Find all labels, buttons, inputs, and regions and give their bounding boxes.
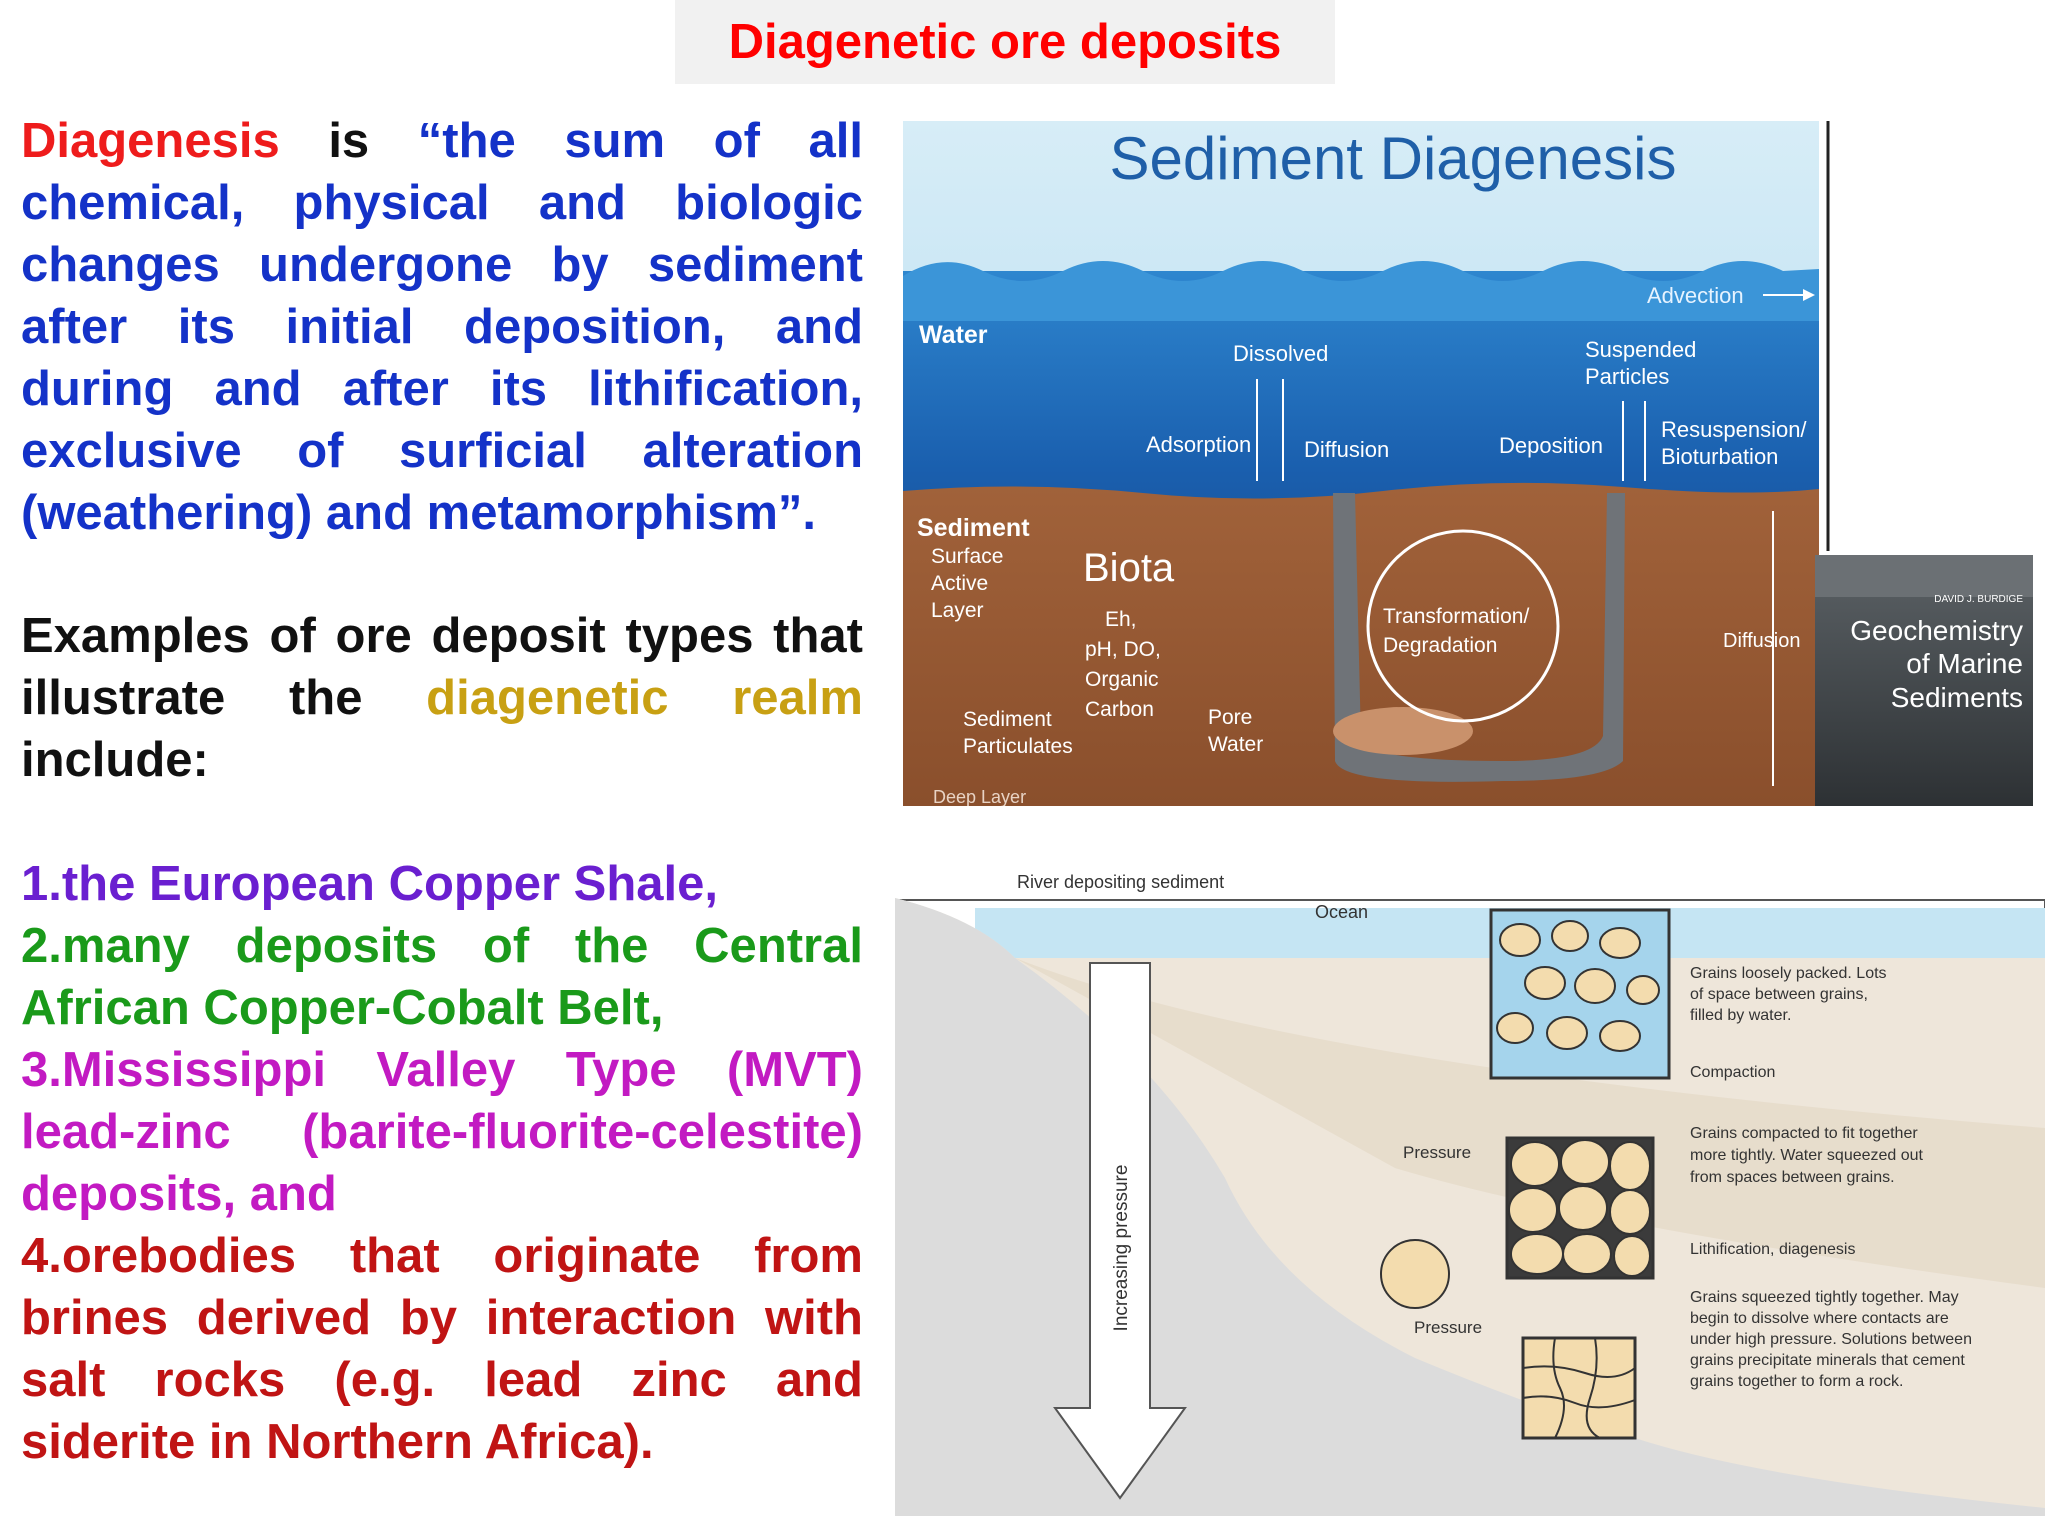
cemented-grain-lines xyxy=(1522,1337,1636,1439)
note3-line4: grains precipitate minerals that cement xyxy=(1690,1352,1965,1369)
compaction-label: Compaction xyxy=(1690,1064,1775,1081)
book-author: DAVID J. BURDIGE xyxy=(1934,594,2023,605)
note2-line1: Grains compacted to fit together xyxy=(1690,1125,1918,1142)
book-title-line1: Geochemistry xyxy=(1850,615,2023,646)
title-bar xyxy=(675,0,1335,84)
pore-water-line2: Water xyxy=(1208,733,1263,756)
surface-layer-line1: Surface xyxy=(931,545,1003,568)
book-title-line2: of Marine xyxy=(1906,648,2023,679)
examples-intro: Examples of ore deposit types that illus… xyxy=(21,609,863,725)
figure-border xyxy=(895,899,2045,1516)
transformation-cycle xyxy=(1366,529,1560,723)
note3-line3: under high pressure. Solutions between xyxy=(1690,1331,1972,1348)
deposition-label: Deposition xyxy=(1499,433,1603,458)
compacted-grains xyxy=(1508,1139,1651,1277)
list-item: 2.many deposits of the Central African C… xyxy=(21,919,863,1035)
pressure-label-2: Pressure xyxy=(1414,1318,1482,1337)
lithification-label: Lithification, diagenesis xyxy=(1690,1241,1855,1258)
params-line4: Carbon xyxy=(1085,698,1154,721)
params-line3: Organic xyxy=(1085,668,1159,691)
increasing-pressure-label: Increasing pressure xyxy=(1111,1165,1132,1332)
note1-line3: filled by water. xyxy=(1690,1007,1791,1024)
dissolved-label: Dissolved xyxy=(1233,341,1328,366)
worm-body xyxy=(1333,707,1473,755)
resuspension-label-line2: Bioturbation xyxy=(1661,444,1778,469)
advection-arrowhead xyxy=(1803,289,1815,301)
middle-layer xyxy=(1015,958,2045,1288)
examples-realm: diagenetic realm xyxy=(426,671,863,725)
transformation-line2: Degradation xyxy=(1383,634,1497,657)
diffusion-label: Diffusion xyxy=(1304,437,1389,462)
book-cover-header xyxy=(1815,555,2033,597)
lithification-figure: Increasing pressure River depositing sed… xyxy=(895,868,2045,1516)
definition-term: Diagenesis xyxy=(21,114,280,168)
river-label: River depositing sediment xyxy=(1017,872,1224,892)
pressure-label-1: Pressure xyxy=(1403,1143,1471,1162)
sediment-diagenesis-figure: Sediment Diagenesis Water Advection Diss… xyxy=(903,121,2033,806)
list-item: 1.the European Copper Shale, xyxy=(21,857,719,911)
definition-paragraph: Diagenesis is “the sum of all chemical, … xyxy=(21,110,863,544)
biota-label: Biota xyxy=(1083,546,1175,590)
note1-line2: of space between grains, xyxy=(1690,986,1868,1003)
deep-layer-label: Deep Layer xyxy=(933,787,1026,806)
loose-grains xyxy=(1496,920,1660,1052)
particulates-line1: Sediment xyxy=(963,708,1052,731)
definition-quote: “the sum of all chemical, physical and b… xyxy=(21,114,863,540)
note3-line1: Grains squeezed tightly together. May xyxy=(1690,1289,1959,1306)
surface-layer-line2: Active xyxy=(931,572,988,595)
transformation-line1: Transformation/ xyxy=(1383,605,1529,628)
params-line2: pH, DO, xyxy=(1085,638,1161,661)
resuspension-label-line1: Resuspension/ xyxy=(1661,417,1807,442)
bedrock-slope xyxy=(895,898,2045,1516)
list-item: 3.Mississippi Valley Type (MVT) lead-zin… xyxy=(21,1043,863,1221)
note2-line2: more tightly. Water squeezed out xyxy=(1690,1147,1924,1164)
note3-line2: begin to dissolve where contacts are xyxy=(1690,1310,1949,1327)
adsorption-label: Adsorption xyxy=(1146,432,1251,457)
list-item: 4.orebodies that originate from brines d… xyxy=(21,1229,863,1469)
burrow xyxy=(1333,493,1625,782)
ocean-label: Ocean xyxy=(1315,902,1368,922)
advection-label: Advection xyxy=(1647,283,1744,308)
examples-paragraph: Examples of ore deposit types that illus… xyxy=(21,605,863,791)
suspended-label-line2: Particles xyxy=(1585,364,1669,389)
magnified-contact xyxy=(1380,1239,1450,1309)
note1-line1: Grains loosely packed. Lots xyxy=(1690,965,1887,982)
params-line1: Eh, xyxy=(1105,608,1137,631)
water-label: Water xyxy=(919,321,988,349)
ore-deposit-list: 1.the European Copper Shale, 2.many depo… xyxy=(21,853,863,1473)
note3-line5: grains together to form a rock. xyxy=(1690,1373,1903,1390)
pore-water-line1: Pore xyxy=(1208,706,1252,729)
examples-include: include: xyxy=(21,733,209,787)
diffusion-right-label: Diffusion xyxy=(1723,630,1800,652)
slide-title: Diagenetic ore deposits xyxy=(728,15,1282,69)
sediment-label: Sediment xyxy=(917,514,1030,542)
increasing-pressure-arrow xyxy=(1053,962,1187,1500)
wave-surface xyxy=(903,261,1819,321)
cemented-grains-box xyxy=(1521,1336,1637,1440)
note2-line3: from spaces between grains. xyxy=(1690,1169,1895,1186)
surface-layer-line3: Layer xyxy=(931,599,984,622)
figure-title: Sediment Diagenesis xyxy=(1110,125,1677,192)
suspended-label-line1: Suspended xyxy=(1585,337,1696,362)
book-title-line3: Sediments xyxy=(1891,682,2023,713)
particulates-line2: Particulates xyxy=(963,735,1073,758)
definition-is: is xyxy=(328,114,370,168)
sediment-body xyxy=(903,482,1819,806)
